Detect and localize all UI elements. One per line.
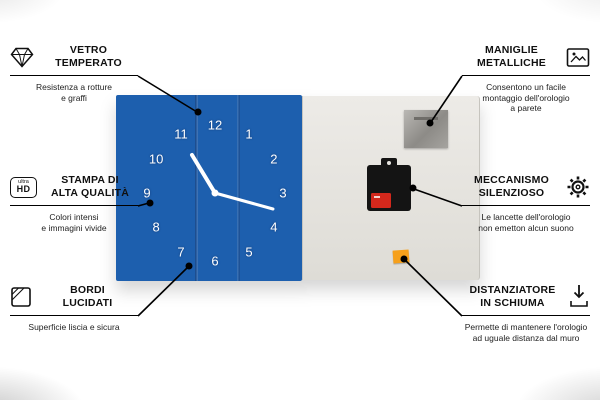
callout-header: MECCANISMO SILENZIOSO: [462, 174, 590, 206]
callout-title: DISTANZIATORE IN SCHIUMA: [469, 284, 556, 309]
callout-description: Colori intensi e immagini vivide: [41, 212, 107, 233]
foam-spacer-icon: [568, 284, 590, 310]
clock-back-view: [302, 96, 480, 280]
callout-description: Resistenza a rotture e graffi: [35, 82, 113, 103]
metal-hanger-plate: [404, 110, 448, 148]
callout-title: STAMPA DI ALTA QUALITÀ: [50, 174, 130, 199]
clock-numeral-1: 1: [245, 126, 253, 142]
diamond-icon: [10, 47, 34, 68]
callout-header: VETRO TEMPERATO: [10, 44, 138, 76]
hour-hand: [190, 153, 217, 195]
clock-hands: [190, 153, 275, 211]
ultra-hd-icon-big-text: HD: [16, 184, 31, 195]
callout-description: Consentono un facile montaggio dell'orol…: [482, 82, 570, 113]
gear-icon: [566, 175, 590, 199]
battery: [371, 193, 391, 208]
callout-title: MECCANISMO SILENZIOSO: [474, 174, 549, 199]
clock-numeral-7: 7: [177, 244, 185, 260]
glass-fold-highlight: [195, 95, 198, 281]
callout-description: Superficie liscia e sicura: [28, 322, 120, 332]
clock-numeral-6: 6: [211, 253, 219, 269]
clock-numeral-11: 11: [174, 126, 188, 142]
callout-header: DISTANZIATORE IN SCHIUMA: [462, 284, 590, 316]
callout-header: MANIGLIE METALLICHE: [462, 44, 590, 76]
callout-title: MANIGLIE METALLICHE: [477, 44, 546, 69]
callout-distanziatore-in-schiuma: DISTANZIATORE IN SCHIUMA Permette di man…: [462, 284, 590, 343]
clock-numeral-3: 3: [279, 185, 287, 201]
callout-maniglie-metalliche: MANIGLIE METALLICHE Consentono un facile…: [462, 44, 590, 114]
clock-center-cap: [211, 189, 219, 197]
clock-numeral-8: 8: [152, 219, 160, 235]
callout-bordi-lucidati: BORDI LUCIDATI Superficie liscia e sicur…: [10, 284, 138, 333]
clock-numeral-2: 2: [270, 151, 278, 167]
minute-hand: [213, 191, 275, 211]
callout-meccanismo-silenzioso: MECCANISMO SILENZIOSO Le lancette dell'o…: [462, 174, 590, 233]
callout-description: Permette di mantenere l'orologio ad ugua…: [464, 322, 588, 343]
callout-header: BORDI LUCIDATI: [10, 284, 138, 316]
ultra-hd-icon: ultra HD: [10, 176, 37, 198]
polished-edge-icon: [10, 286, 32, 308]
clock-numeral-10: 10: [148, 151, 164, 167]
clock-mechanism: [367, 158, 411, 211]
callout-title: BORDI LUCIDATI: [62, 284, 113, 309]
clock-numeral-4: 4: [270, 219, 278, 235]
clock-numeral-5: 5: [245, 244, 253, 260]
ultra-hd-icon-small-text: ultra: [18, 178, 29, 185]
clock-numeral-9: 9: [143, 185, 151, 201]
clock-numeral-12: 12: [207, 117, 223, 133]
callout-title: VETRO TEMPERATO: [55, 44, 122, 69]
callout-header: ultra HD STAMPA DI ALTA QUALITÀ: [10, 174, 138, 206]
callout-stampa-alta-qualita: ultra HD STAMPA DI ALTA QUALITÀ Colori i…: [10, 174, 138, 233]
callout-description: Le lancette dell'orologio non emetton al…: [478, 212, 574, 233]
glass-fold-highlight: [237, 95, 240, 281]
callout-vetro-temperato: VETRO TEMPERATO Resistenza a rotture e g…: [10, 44, 138, 103]
foam-spacer: [392, 249, 410, 264]
picture-frame-icon: [566, 46, 590, 68]
